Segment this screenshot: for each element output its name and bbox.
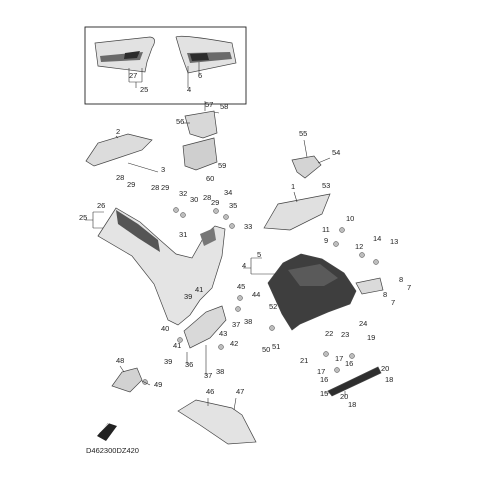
callout-c52: 52 bbox=[269, 302, 277, 311]
part-1-panel bbox=[263, 191, 331, 231]
callout-c59: 59 bbox=[218, 161, 226, 170]
decal-left bbox=[94, 36, 155, 73]
part-15-strip bbox=[324, 366, 382, 397]
callout-c20a: 20 bbox=[381, 364, 389, 373]
callout-c28a: 28 bbox=[116, 173, 124, 182]
callout-c32: 32 bbox=[179, 189, 187, 198]
callout-c31: 31 bbox=[179, 230, 187, 239]
diagram-code: D462300DZ420 bbox=[86, 446, 139, 455]
callout-c18a: 18 bbox=[385, 375, 393, 384]
callout-c5: 5 bbox=[257, 250, 261, 259]
callout-c50: 50 bbox=[262, 345, 270, 354]
decal-right bbox=[175, 35, 237, 74]
callout-c54: 54 bbox=[332, 148, 340, 157]
callout-c29c: 29 bbox=[211, 198, 219, 207]
callout-c33: 33 bbox=[244, 222, 252, 231]
callout-c6: 6 bbox=[198, 71, 202, 80]
part-46-belly-pan bbox=[177, 397, 257, 445]
callout-c37a: 37 bbox=[232, 320, 240, 329]
callout-c14: 14 bbox=[373, 234, 381, 243]
callout-c49: 49 bbox=[154, 380, 162, 389]
callout-c35: 35 bbox=[229, 201, 237, 210]
lower-dark-fairing bbox=[267, 253, 384, 331]
callout-c55: 55 bbox=[299, 129, 307, 138]
callout-c41: 41 bbox=[195, 285, 203, 294]
callout-c39b: 39 bbox=[164, 357, 172, 366]
callout-c29a: 29 bbox=[127, 180, 135, 189]
callout-c37b: 37 bbox=[204, 371, 212, 380]
callout-c18b: 18 bbox=[348, 400, 356, 409]
callout-c11: 11 bbox=[322, 225, 330, 234]
part-36-inner-panel bbox=[183, 305, 227, 375]
callout-c30: 30 bbox=[190, 195, 198, 204]
callout-c28b: 28 bbox=[151, 183, 159, 192]
callout-c16a: 16 bbox=[345, 359, 353, 368]
part-55-bracket bbox=[291, 139, 331, 179]
callout-c22: 22 bbox=[325, 329, 333, 338]
callout-c17b: 17 bbox=[317, 367, 325, 376]
callout-c10: 10 bbox=[346, 214, 354, 223]
callout-c51: 51 bbox=[272, 342, 280, 351]
callout-c13: 13 bbox=[390, 237, 398, 246]
callout-c27: 27 bbox=[129, 71, 137, 80]
callout-c39a: 39 bbox=[184, 292, 192, 301]
callout-c28c: 28 bbox=[203, 193, 211, 202]
diagram-code-icon bbox=[97, 421, 117, 441]
callout-c44: 44 bbox=[252, 290, 260, 299]
part-48-piece bbox=[111, 365, 151, 393]
callout-c8a: 8 bbox=[399, 275, 403, 284]
callout-c34: 34 bbox=[224, 188, 232, 197]
callout-c25b: 25 bbox=[79, 213, 87, 222]
callout-c53: 53 bbox=[322, 181, 330, 190]
callout-c12: 12 bbox=[355, 242, 363, 251]
callout-c4b: 4 bbox=[242, 261, 246, 270]
callout-c40: 40 bbox=[161, 324, 169, 333]
callout-c3: 3 bbox=[161, 165, 165, 174]
callout-c42: 42 bbox=[230, 339, 238, 348]
callout-c41b: 41 bbox=[173, 341, 181, 350]
callout-c57: 57 bbox=[205, 100, 213, 109]
callout-c29b: 29 bbox=[161, 183, 169, 192]
upper-bracket-assembly bbox=[182, 101, 220, 171]
fasteners bbox=[142, 207, 379, 385]
callout-c45: 45 bbox=[237, 282, 245, 291]
callout-c4: 4 bbox=[187, 85, 191, 94]
callout-c46: 46 bbox=[206, 387, 214, 396]
callout-c58: 58 bbox=[220, 102, 228, 111]
callout-c17a: 17 bbox=[335, 354, 343, 363]
callout-c38b: 38 bbox=[216, 367, 224, 376]
callout-c21: 21 bbox=[300, 356, 308, 365]
callout-c7a: 7 bbox=[407, 283, 411, 292]
callout-c43: 43 bbox=[219, 329, 227, 338]
part-2-cover bbox=[85, 133, 159, 173]
callout-c23: 23 bbox=[341, 330, 349, 339]
callout-c60: 60 bbox=[206, 174, 214, 183]
callout-c9: 9 bbox=[324, 236, 328, 245]
callout-c48: 48 bbox=[116, 356, 124, 365]
callout-c56: 56 bbox=[176, 117, 184, 126]
callout-c26: 26 bbox=[97, 201, 105, 210]
main-side-fairing bbox=[97, 207, 226, 326]
callout-c36: 36 bbox=[185, 360, 193, 369]
callout-c24: 24 bbox=[359, 319, 367, 328]
callout-c25: 25 bbox=[140, 85, 148, 94]
callout-c16b: 16 bbox=[320, 375, 328, 384]
callout-c38a: 38 bbox=[244, 317, 252, 326]
callout-c19: 19 bbox=[367, 333, 375, 342]
callout-c7b: 7 bbox=[391, 298, 395, 307]
callout-c47: 47 bbox=[236, 387, 244, 396]
callout-c2: 2 bbox=[116, 127, 120, 136]
callout-c20b: 20 bbox=[340, 392, 348, 401]
callout-c8b: 8 bbox=[383, 290, 387, 299]
callout-c1: 1 bbox=[291, 182, 295, 191]
callout-c15: 15 bbox=[320, 389, 328, 398]
